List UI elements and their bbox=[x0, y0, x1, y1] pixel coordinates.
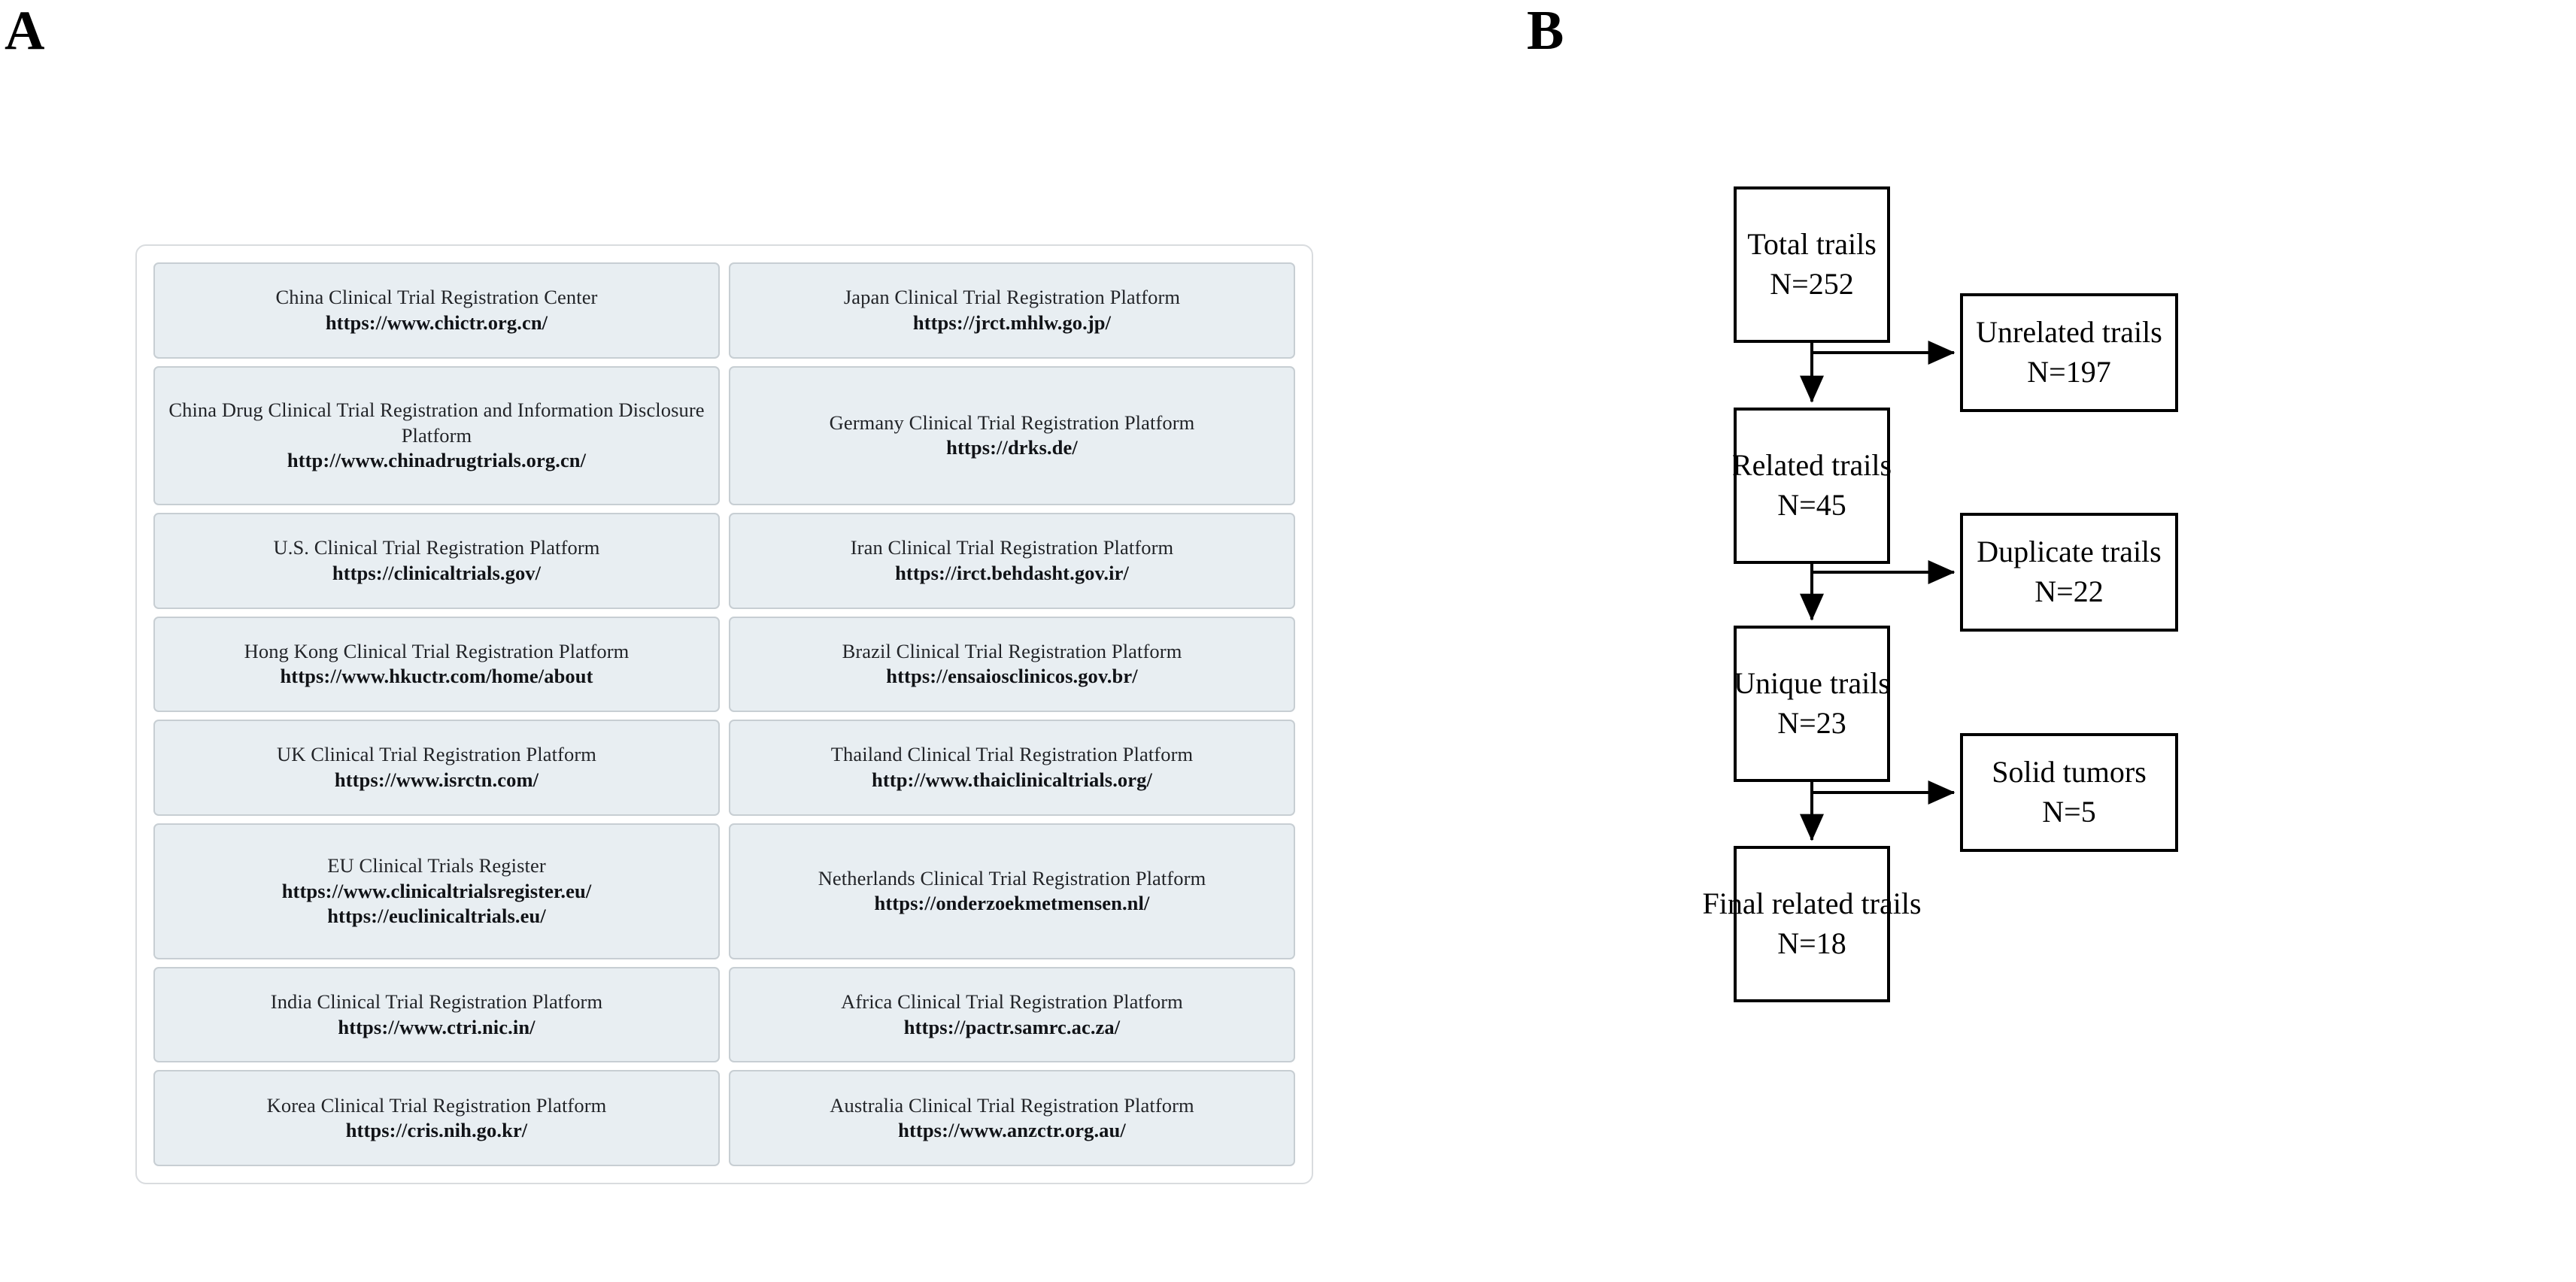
flow-box-label: Total trails bbox=[1747, 227, 1877, 262]
registry-name: Korea Clinical Trial Registration Platfo… bbox=[266, 1093, 607, 1117]
flow-box-unique-trails: Unique trails N=23 bbox=[1734, 626, 1890, 782]
flow-connectors bbox=[1800, 341, 1956, 841]
flow-box-count: N=5 bbox=[2042, 795, 2096, 829]
registry-cell: Thailand Clinical Trial Registration Pla… bbox=[729, 720, 1295, 816]
flow-box-count: N=18 bbox=[1777, 926, 1846, 960]
registry-cell: Korea Clinical Trial Registration Platfo… bbox=[153, 1070, 720, 1167]
table-row: Korea Clinical Trial Registration Platfo… bbox=[153, 1070, 1295, 1167]
registry-cell: India Clinical Trial Registration Platfo… bbox=[153, 966, 720, 1063]
registry-cell: EU Clinical Trials Register https://www.… bbox=[153, 823, 720, 959]
registry-name: China Drug Clinical Trial Registration a… bbox=[168, 398, 705, 447]
registry-cell: U.S. Clinical Trial Registration Platfor… bbox=[153, 513, 720, 609]
flow-box-duplicate-trails: Duplicate trails N=22 bbox=[1960, 513, 2178, 632]
registry-grid: China Clinical Trial Registration Center… bbox=[153, 262, 1295, 1167]
registry-name: China Clinical Trial Registration Center bbox=[275, 286, 598, 309]
flow-box-count: N=197 bbox=[2027, 355, 2111, 389]
registry-url[interactable]: https://jrct.mhlw.go.jp/ bbox=[912, 311, 1112, 334]
registry-name: Iran Clinical Trial Registration Platfor… bbox=[850, 536, 1174, 559]
registry-name: Japan Clinical Trial Registration Platfo… bbox=[843, 286, 1181, 309]
flow-box-label: Related trails bbox=[1731, 448, 1892, 483]
registry-name: Brazil Clinical Trial Registration Platf… bbox=[842, 639, 1182, 662]
registry-url[interactable]: https://pactr.samrc.ac.za/ bbox=[903, 1015, 1121, 1038]
flow-box-count: N=22 bbox=[2034, 574, 2104, 608]
flow-box-label: Solid tumors bbox=[1992, 755, 2147, 790]
registry-name: Australia Clinical Trial Registration Pl… bbox=[830, 1093, 1194, 1117]
registry-url[interactable]: https://cris.nih.go.kr/ bbox=[345, 1119, 528, 1142]
flow-box-final-related-trails: Final related trails N=18 bbox=[1703, 846, 1922, 1002]
registry-cell: Japan Clinical Trial Registration Platfo… bbox=[729, 262, 1295, 359]
registry-cell: Netherlands Clinical Trial Registration … bbox=[729, 823, 1295, 959]
registry-name: Africa Clinical Trial Registration Platf… bbox=[841, 990, 1183, 1014]
registry-url[interactable]: https://clinicaltrials.gov/ bbox=[332, 561, 542, 584]
flow-box-label: Unrelated trails bbox=[1976, 315, 2162, 350]
registry-name: UK Clinical Trial Registration Platform bbox=[277, 743, 596, 766]
flow-box-unrelated-trails: Unrelated trails N=197 bbox=[1960, 293, 2178, 412]
registry-url[interactable]: https://www.anzctr.org.au/ bbox=[898, 1119, 1126, 1142]
registry-name: Germany Clinical Trial Registration Plat… bbox=[829, 411, 1195, 434]
registry-cell: China Clinical Trial Registration Center… bbox=[153, 262, 720, 359]
table-row: Hong Kong Clinical Trial Registration Pl… bbox=[153, 616, 1295, 713]
registry-url[interactable]: https://www.hkuctr.com/home/about bbox=[280, 665, 593, 688]
registry-url[interactable]: https://www.chictr.org.cn/ bbox=[325, 311, 548, 334]
registry-name: U.S. Clinical Trial Registration Platfor… bbox=[273, 536, 600, 559]
registry-cell: Australia Clinical Trial Registration Pl… bbox=[729, 1070, 1295, 1167]
registry-cell: Germany Clinical Trial Registration Plat… bbox=[729, 365, 1295, 506]
panel-label-b: B bbox=[1527, 0, 1564, 62]
registry-cell: Iran Clinical Trial Registration Platfor… bbox=[729, 513, 1295, 609]
table-row: China Clinical Trial Registration Center… bbox=[153, 262, 1295, 359]
flow-box-label: Duplicate trails bbox=[1977, 535, 2162, 569]
registry-name: India Clinical Trial Registration Platfo… bbox=[270, 990, 603, 1014]
registry-url[interactable]: https://www.isrctn.com/ bbox=[334, 768, 539, 792]
table-row: India Clinical Trial Registration Platfo… bbox=[153, 966, 1295, 1063]
flow-box-related-trails: Related trails N=45 bbox=[1731, 408, 1892, 564]
table-row: U.S. Clinical Trial Registration Platfor… bbox=[153, 513, 1295, 609]
registry-cell: Africa Clinical Trial Registration Platf… bbox=[729, 966, 1295, 1063]
registry-cell: Hong Kong Clinical Trial Registration Pl… bbox=[153, 616, 720, 713]
flow-box-total-trails: Total trails N=252 bbox=[1734, 186, 1890, 343]
flow-box-label: Unique trails bbox=[1734, 666, 1890, 701]
flow-box-count: N=45 bbox=[1777, 488, 1846, 522]
flowchart-panel: Total trails N=252 Related trails N=45 U… bbox=[1579, 45, 2576, 1282]
flow-box-solid-tumors: Solid tumors N=5 bbox=[1960, 733, 2178, 852]
flow-box-count: N=23 bbox=[1777, 706, 1846, 740]
registry-table-panel: China Clinical Trial Registration Center… bbox=[135, 244, 1313, 1184]
registry-cell: UK Clinical Trial Registration Platform … bbox=[153, 720, 720, 816]
registry-cell: China Drug Clinical Trial Registration a… bbox=[153, 365, 720, 506]
table-row: EU Clinical Trials Register https://www.… bbox=[153, 823, 1295, 959]
registry-url[interactable]: http://www.chinadrugtrials.org.cn/ bbox=[287, 449, 587, 472]
registry-name: EU Clinical Trials Register bbox=[327, 853, 546, 877]
flow-box-count: N=252 bbox=[1770, 267, 1854, 301]
table-row: China Drug Clinical Trial Registration a… bbox=[153, 365, 1295, 506]
registry-url[interactable]: https://onderzoekmetmensen.nl/ bbox=[874, 892, 1150, 915]
registry-url[interactable]: https://drks.de/ bbox=[946, 436, 1078, 459]
registry-url-secondary[interactable]: https://euclinicaltrials.eu/ bbox=[327, 905, 546, 928]
registry-url[interactable]: https://ensaiosclinicos.gov.br/ bbox=[886, 665, 1138, 688]
panel-label-a: A bbox=[5, 0, 45, 62]
registry-name: Hong Kong Clinical Trial Registration Pl… bbox=[244, 639, 630, 662]
registry-url[interactable]: https://www.clinicaltrialsregister.eu/ bbox=[281, 879, 592, 902]
registry-url[interactable]: https://www.ctri.nic.in/ bbox=[338, 1015, 536, 1038]
table-row: UK Clinical Trial Registration Platform … bbox=[153, 720, 1295, 816]
flow-box-label: Final related trails bbox=[1702, 886, 1922, 921]
registry-url[interactable]: http://www.thaiclinicaltrials.org/ bbox=[872, 768, 1152, 792]
registry-name: Netherlands Clinical Trial Registration … bbox=[818, 866, 1206, 890]
registry-cell: Brazil Clinical Trial Registration Platf… bbox=[729, 616, 1295, 713]
registry-name: Thailand Clinical Trial Registration Pla… bbox=[830, 743, 1194, 766]
registry-url[interactable]: https://irct.behdasht.gov.ir/ bbox=[895, 561, 1129, 584]
